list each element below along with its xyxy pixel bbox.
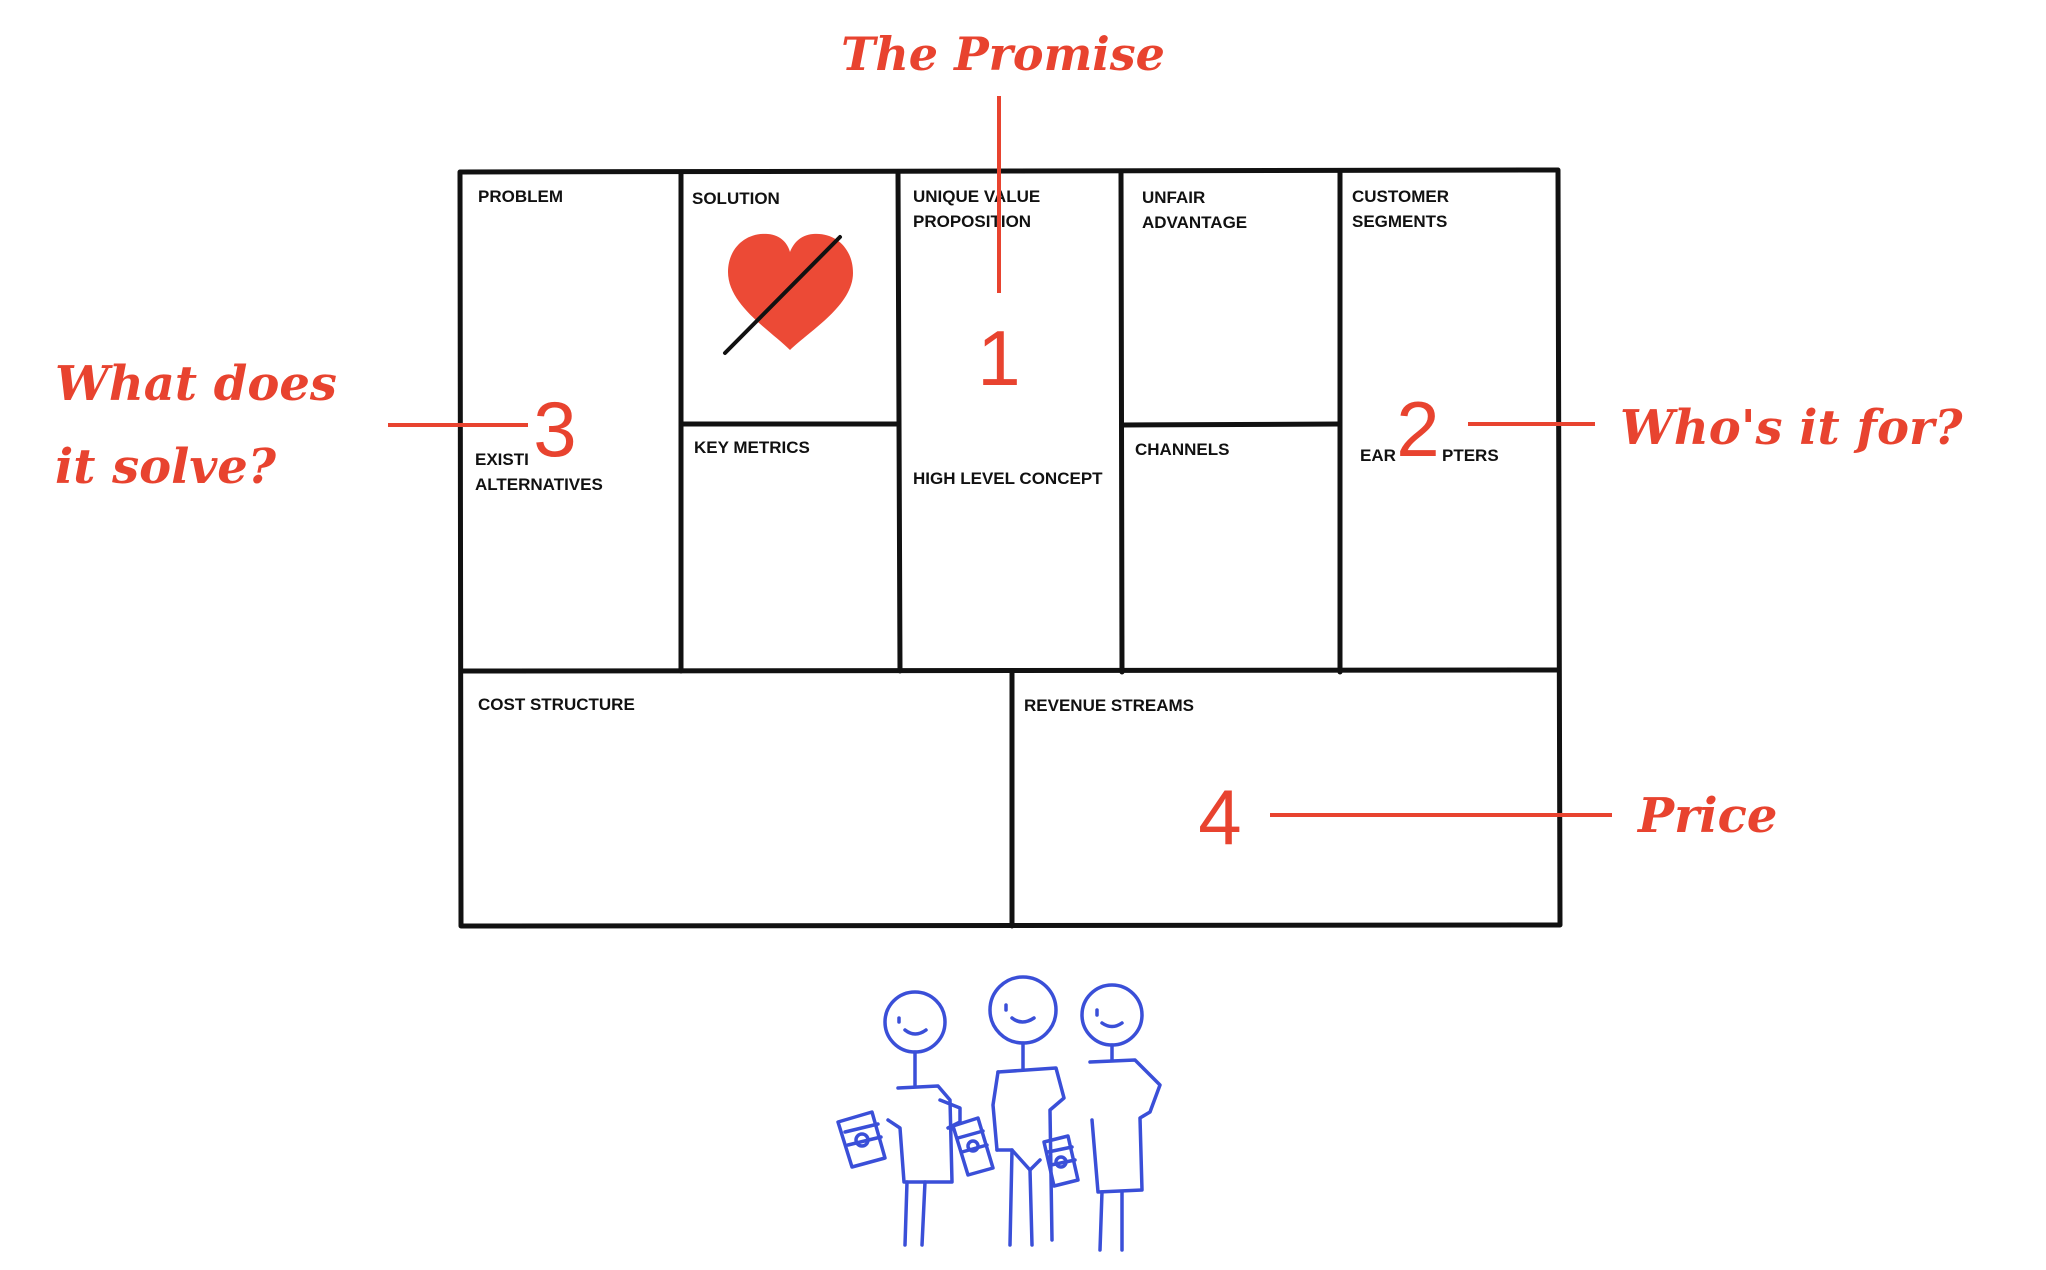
canvas-outer-border: [457, 167, 1563, 929]
annotation-what-does-line1: What does: [55, 356, 337, 412]
money-middle: [951, 1116, 995, 1177]
label-early-adopters-a: EAR: [1360, 446, 1396, 465]
label-revenue-streams: REVENUE STREAMS: [1024, 696, 1194, 715]
label-unfair-advantage-a: UNFAIR: [1142, 188, 1205, 207]
canvas-grid: [457, 167, 1563, 929]
annotation-whos-it-for: Who's it for?: [1620, 400, 1963, 456]
annotation-number-4: 4: [1198, 773, 1241, 861]
annotation-what-does-line2: it solve?: [55, 439, 277, 495]
annotation-number-1: 1: [977, 314, 1020, 402]
annotation-the-promise: The Promise: [841, 27, 1165, 81]
label-customer-segments-a: CUSTOMER: [1352, 187, 1449, 206]
person-right: [1080, 983, 1162, 1252]
label-channels: CHANNELS: [1135, 440, 1229, 459]
divider-advantage-channels: [1119, 421, 1343, 428]
label-high-level-concept: HIGH LEVEL CONCEPT: [913, 469, 1103, 488]
annotation-number-2: 2: [1396, 385, 1439, 473]
heart-crossed-icon: [723, 233, 853, 355]
label-existing-alternatives-a: EXISTI: [475, 450, 529, 469]
money-right: [1042, 1134, 1080, 1188]
label-unfair-advantage-b: ADVANTAGE: [1142, 213, 1247, 232]
label-uvp-a: UNIQUE VALUE: [913, 187, 1040, 206]
label-customer-segments-b: SEGMENTS: [1352, 212, 1447, 231]
person-middle: [988, 975, 1066, 1247]
label-existing-alternatives-b: ALTERNATIVES: [475, 475, 603, 494]
annotation-price: Price: [1636, 788, 1777, 844]
person-left: [883, 990, 962, 1247]
label-uvp-b: PROPOSITION: [913, 212, 1031, 231]
label-key-metrics: KEY METRICS: [694, 438, 810, 457]
annotations: The Promise 1 What does it solve? 3 2 Wh…: [55, 27, 1963, 861]
divider-col2: [895, 169, 903, 674]
label-cost-structure: COST STRUCTURE: [478, 695, 635, 714]
divider-col3: [1118, 169, 1125, 675]
label-early-adopters-b: PTERS: [1442, 446, 1499, 465]
label-solution: SOLUTION: [692, 189, 780, 208]
divider-top-bottom: [458, 667, 1561, 674]
people-with-money-icon: [836, 975, 1162, 1252]
money-left: [836, 1110, 887, 1169]
annotation-number-3: 3: [533, 385, 576, 473]
heart-slash: [723, 235, 842, 355]
label-problem: PROBLEM: [478, 187, 563, 206]
